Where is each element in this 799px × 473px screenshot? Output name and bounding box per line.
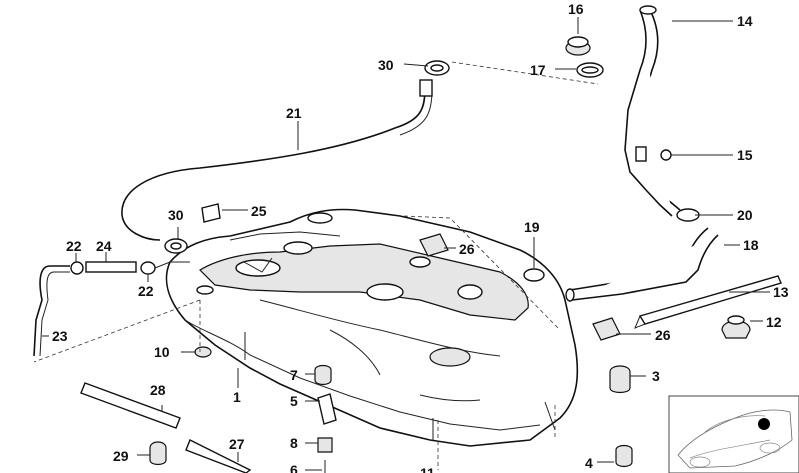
callout-29: 29 [113, 448, 129, 464]
hose-clamp-19 [523, 268, 545, 282]
hose-18 [565, 227, 719, 302]
bushing-8 [317, 437, 333, 453]
callout-16: 16 [568, 1, 584, 17]
nut [660, 149, 672, 161]
callout-27: 27 [229, 436, 245, 452]
callout-18: 18 [743, 237, 759, 253]
callout-20: 20 [737, 207, 753, 223]
callout-28: 28 [150, 382, 166, 398]
callout-25: 25 [251, 203, 267, 219]
callout-19: 19 [524, 219, 540, 235]
reference-lines [33, 61, 599, 470]
callout-10: 10 [154, 344, 170, 360]
vent-hose-assembly [33, 261, 190, 357]
bracket-5 [317, 393, 337, 425]
callout-22-lower: 22 [138, 283, 154, 299]
callout-11: 11 [420, 465, 435, 473]
callout-14: 14 [737, 13, 753, 29]
callout-1: 1 [233, 389, 241, 405]
filler-grommet [565, 36, 591, 56]
bushing-29 [149, 441, 167, 466]
callout-7: 7 [290, 367, 298, 383]
heat-shield-27 [185, 439, 252, 473]
callout-12: 12 [766, 314, 782, 330]
callout-21: 21 [286, 105, 302, 121]
rubber-mount-7 [314, 364, 332, 386]
callout-24: 24 [96, 238, 112, 254]
callout-30-lower: 30 [168, 207, 184, 223]
callout-23: 23 [52, 328, 68, 344]
hose-clamp-30-upper [424, 60, 450, 76]
clip-25 [201, 203, 221, 223]
location-marker-dot [758, 418, 770, 430]
hose-clamp-30-lower [164, 238, 188, 254]
vehicle-location-inset [668, 395, 799, 473]
callout-15: 15 [737, 147, 753, 163]
filler-neck [624, 5, 681, 217]
heat-shield-28 [80, 382, 181, 429]
callout-22-upper: 22 [66, 238, 82, 254]
callout-5: 5 [290, 393, 298, 409]
leader-lines [42, 17, 770, 471]
tank-strap [634, 275, 782, 329]
callout-30-upper: 30 [378, 57, 394, 73]
callout-13: 13 [773, 284, 789, 300]
callout-17: 17 [530, 62, 546, 78]
grommet-10 [194, 346, 212, 358]
rubber-mount-3 [609, 365, 631, 394]
callout-3: 3 [652, 368, 660, 384]
callout-8: 8 [290, 435, 298, 451]
callout-labels: 14 16 17 30 15 21 20 30 25 19 18 22 24 2… [52, 1, 789, 473]
rubber-mount-12 [721, 315, 751, 339]
callout-4: 4 [585, 455, 593, 471]
filler-seal-ring [576, 62, 604, 78]
callout-26-upper: 26 [459, 241, 475, 257]
damper-block-26-upper [419, 233, 449, 257]
callout-6: 6 [290, 462, 298, 473]
rubber-mount-4 [615, 444, 633, 468]
fuel-tank [165, 208, 579, 447]
breather-line [121, 79, 433, 241]
damper-block-26-lower [592, 317, 621, 341]
callout-26-lower: 26 [655, 327, 671, 343]
